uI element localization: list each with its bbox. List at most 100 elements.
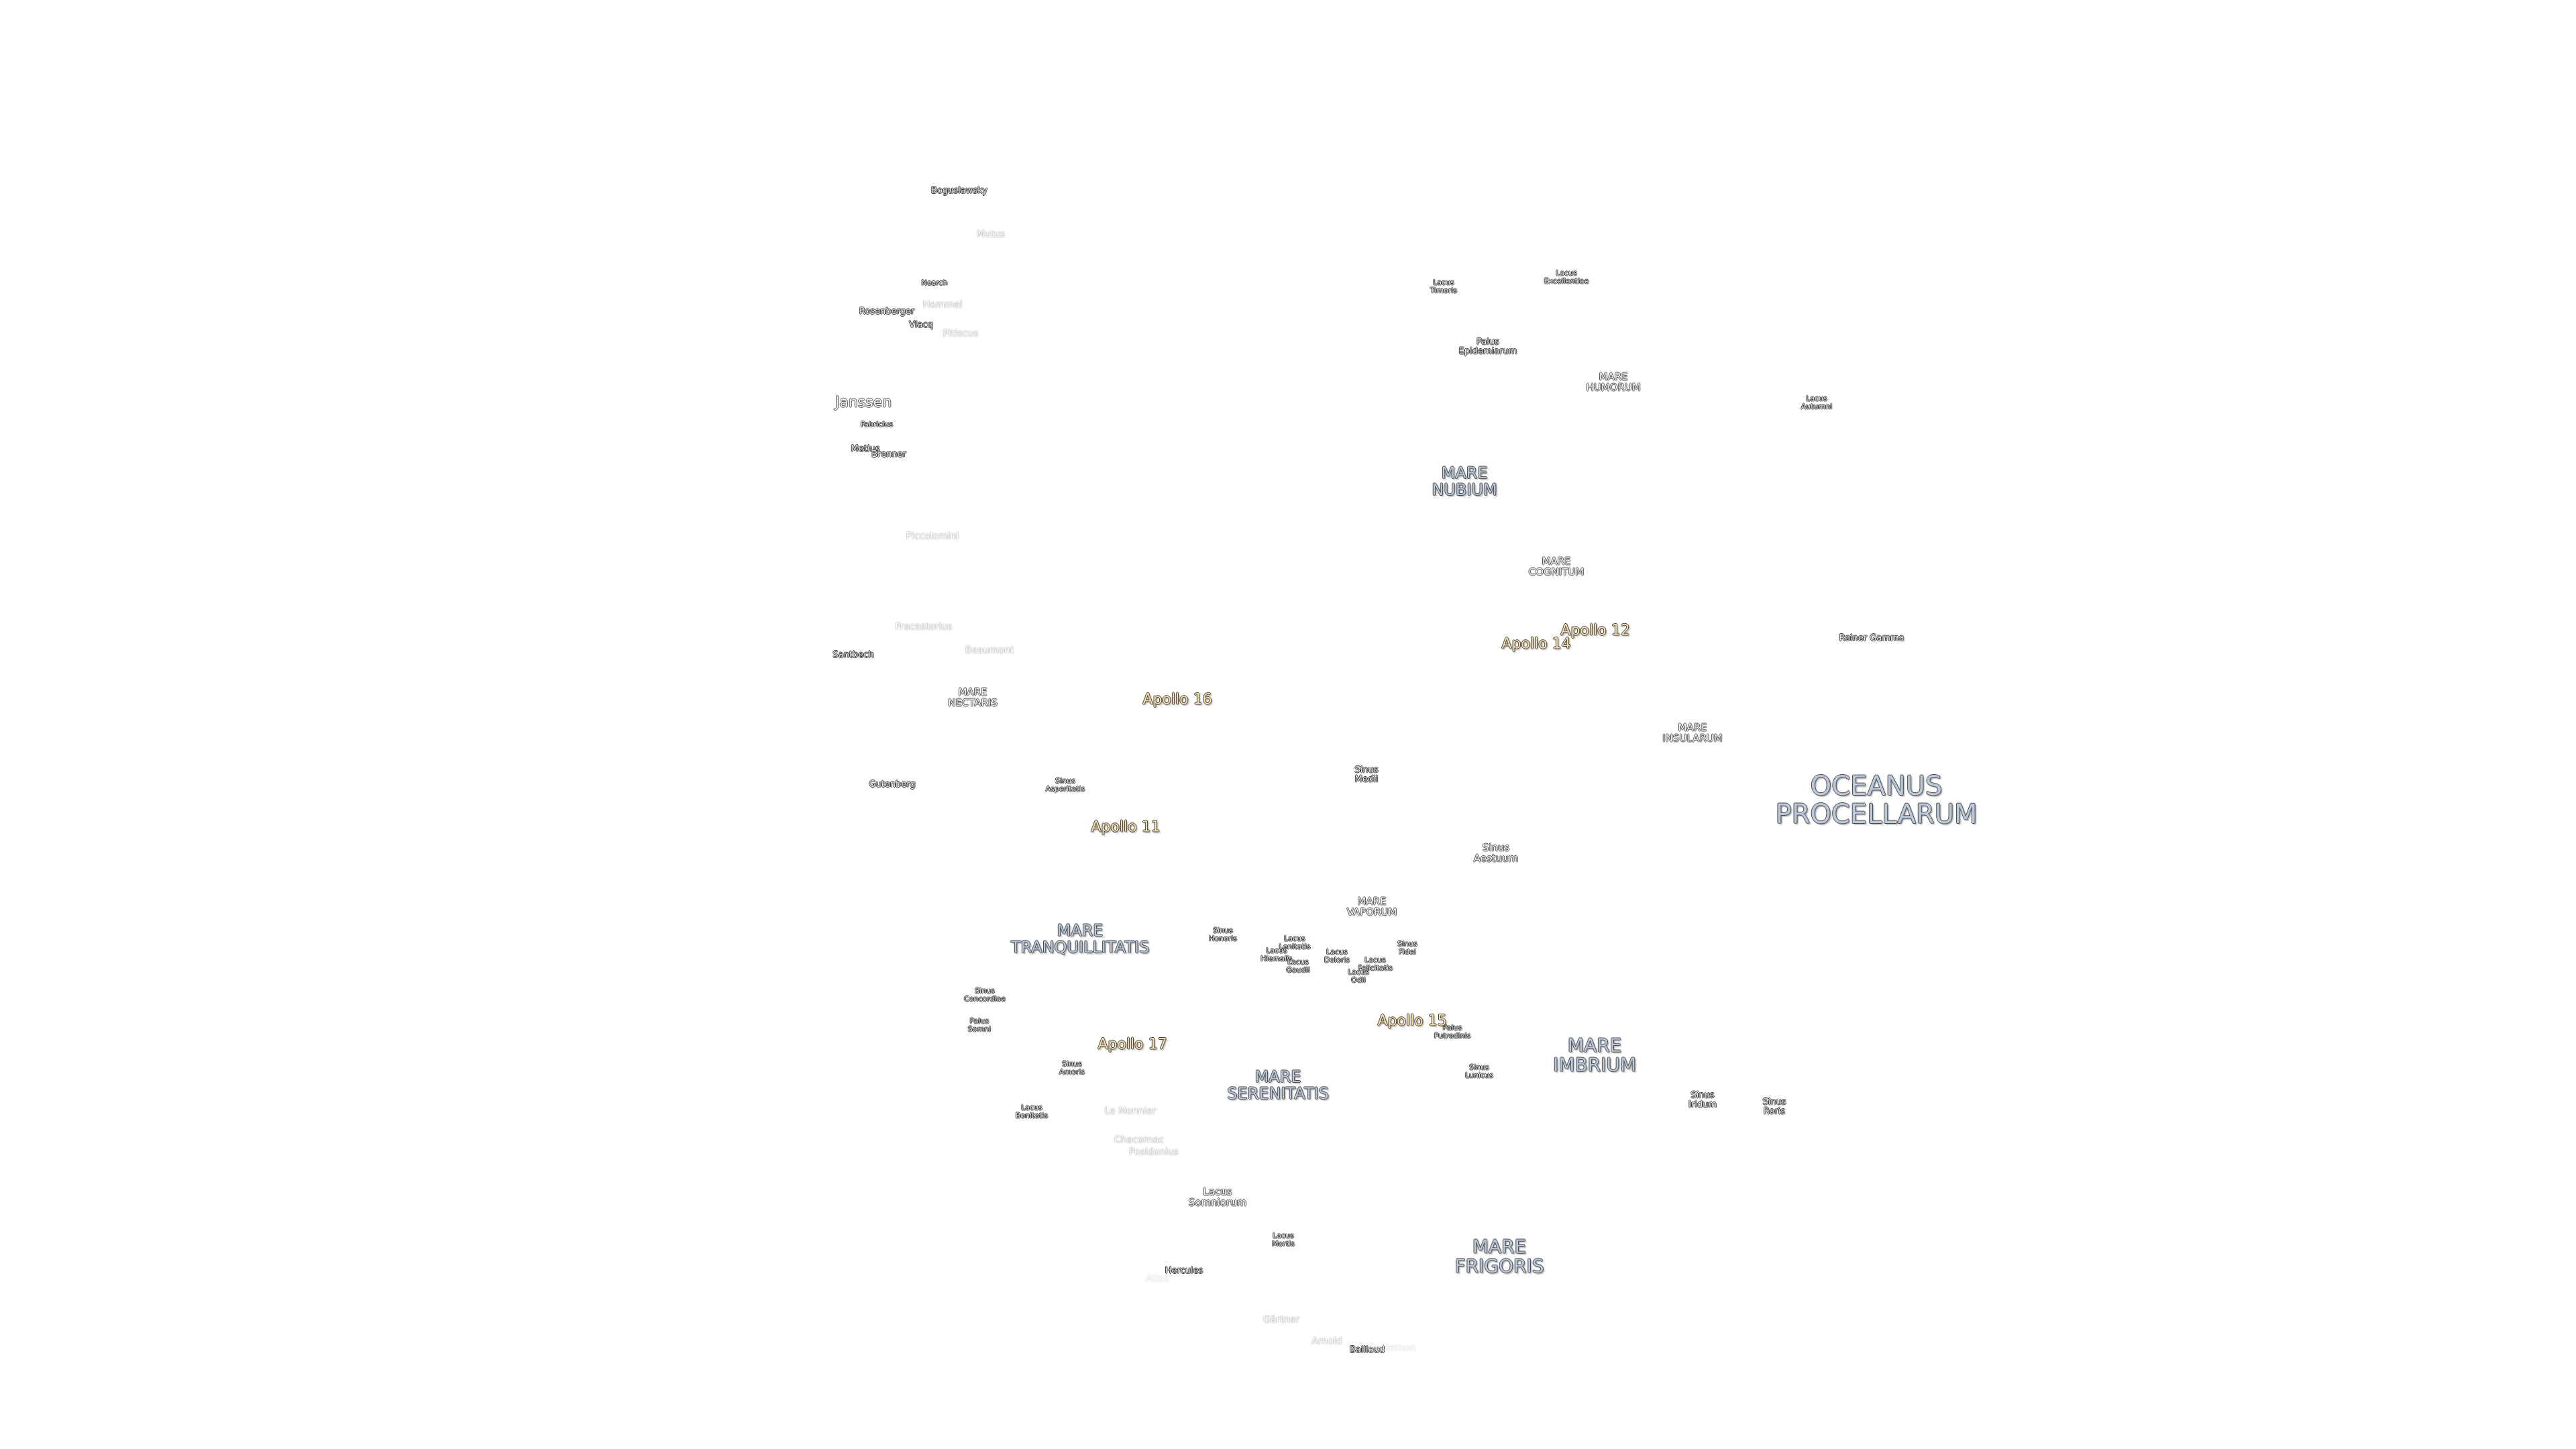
label-line: Chacornac [1114, 1134, 1165, 1146]
label-line: IMBRIUM [1553, 1054, 1636, 1076]
label-line: Medii [1354, 774, 1379, 784]
label-metius: Metius [851, 445, 880, 454]
label-euctemon: Euctemon [1368, 1342, 1416, 1354]
label-line: Lacus [1556, 268, 1577, 278]
label-gartner: Gärtner [1263, 1314, 1299, 1326]
label-line: OCEANUS [1810, 771, 1943, 802]
label-line: Sinus [975, 986, 995, 996]
label-line: Palus [1477, 337, 1499, 347]
label-line: COGNITUM [1528, 566, 1585, 578]
label-line: Le Monnier [1104, 1106, 1157, 1117]
label-line: Piccolomini [906, 531, 959, 542]
label-line: Hiemalis [1260, 954, 1293, 963]
label-line: Sinus [1469, 1063, 1489, 1072]
label-line: Asperitatis [1045, 784, 1085, 793]
label-line: TRANQUILLITATIS [1010, 938, 1150, 957]
label-line: MARE [1567, 1034, 1622, 1057]
label-posidonius: Posidonius [1129, 1147, 1179, 1158]
label-line: Lacus [1326, 947, 1348, 957]
label-line: Sinus [1482, 841, 1510, 854]
label-line: FRIGORIS [1454, 1255, 1544, 1277]
label-line: Aestuum [1473, 852, 1519, 864]
label-line: HUMORUM [1586, 381, 1641, 393]
label-arnold: Arnold [1311, 1336, 1342, 1347]
label-line: Lunicus [1465, 1071, 1493, 1079]
label-line: Sinus [1690, 1090, 1715, 1101]
label-line: NUBIUM [1432, 480, 1497, 499]
label-nearch: Nearch [921, 279, 947, 287]
label-fabricius: Fabricius [861, 421, 893, 429]
label-janssen: Janssen [835, 394, 892, 410]
label-line: Vlacq [909, 320, 933, 331]
label-apollo-14: Apollo 14 [1501, 636, 1570, 651]
label-line: Epidemiarum [1458, 346, 1517, 356]
label-line: Lacus [1021, 1103, 1042, 1112]
label-line: Euctemon [1368, 1342, 1416, 1354]
label-line: Rosenberger [859, 307, 915, 317]
label-piccolomini: Piccolomini [906, 531, 959, 542]
label-line: Doloris [1324, 955, 1350, 964]
label-line: Timoris [1430, 286, 1458, 294]
label-line: Lacus [1806, 394, 1827, 403]
label-line: SERENITATIS [1227, 1084, 1329, 1103]
label-line: VAPORUM [1346, 906, 1397, 918]
label-line: Felicitatis [1358, 963, 1393, 972]
label-line: Roris [1763, 1106, 1786, 1116]
label-line: MARE [1254, 1067, 1301, 1086]
label-vlacq: Vlacq [909, 321, 933, 330]
label-line: Boguslawsky [931, 186, 987, 197]
label-atlas: Atlas [1146, 1274, 1169, 1285]
label-baillaud: Baillaud [1350, 1346, 1385, 1355]
label-line: Bonitatis [1015, 1111, 1049, 1120]
label-apollo-11: Apollo 11 [1091, 819, 1160, 835]
label-line: Mortis [1272, 1239, 1295, 1248]
label-line: Odii [1351, 975, 1366, 984]
label-line: Somni [967, 1024, 991, 1033]
label-line: Janssen [835, 394, 892, 411]
label-pitiscus: Pitiscus [943, 329, 979, 339]
label-line: Putredinis [1434, 1031, 1471, 1040]
label-line: Lenitatis [1279, 942, 1311, 951]
label-line: Gärtner [1263, 1314, 1299, 1326]
label-line: Hercules [1165, 1266, 1203, 1277]
label-le-monnier: Le Monnier [1104, 1106, 1157, 1117]
label-apollo-15: Apollo 15 [1377, 1013, 1446, 1028]
label-brenner: Brenner [871, 450, 906, 460]
label-reiner-gamma: Reiner Gamma [1839, 634, 1904, 643]
label-hercules: Hercules [1165, 1267, 1203, 1276]
label-line: MARE [1472, 1235, 1527, 1258]
label-line: Lacus [1284, 934, 1305, 943]
label-line: Palus [969, 1016, 989, 1026]
label-line: Fracastorius [895, 621, 953, 633]
label-line: Lacus [1287, 957, 1309, 967]
label-chacornac: Chacornac [1114, 1134, 1165, 1146]
label-line: PROCELLARUM [1775, 799, 1978, 830]
label-line: Sinus [1213, 926, 1233, 935]
label-line: Beaumont [965, 645, 1014, 656]
label-gutenberg: Gutenberg [869, 780, 915, 790]
label-apollo-17: Apollo 17 [1097, 1036, 1167, 1052]
label-line: Apollo 15 [1377, 1012, 1447, 1030]
label-line: MARE [1441, 463, 1488, 482]
